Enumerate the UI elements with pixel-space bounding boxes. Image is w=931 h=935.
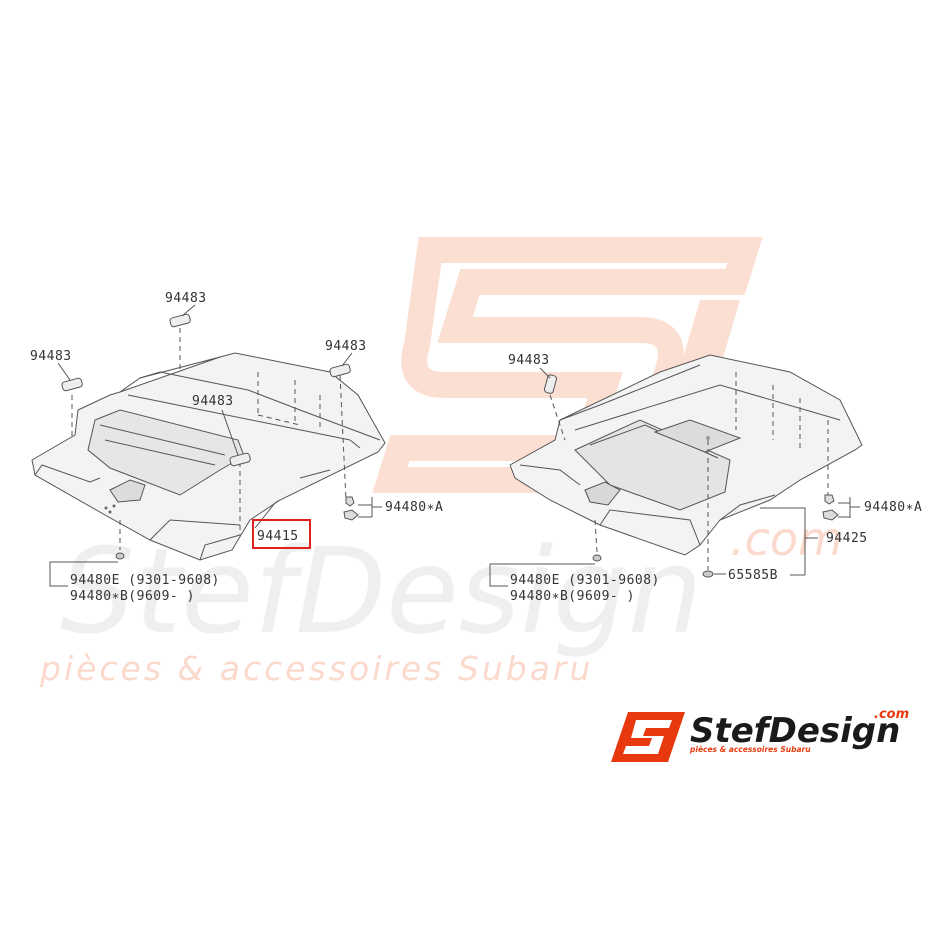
- label-94415: 94415: [257, 529, 299, 544]
- label-94480e-left: 94480E (9301-9608): [70, 573, 220, 588]
- label-94483-top: 94483: [165, 291, 207, 306]
- right-fastener-e: [489, 554, 602, 587]
- watermark-dotcom: .com: [730, 512, 843, 566]
- logo-dotcom: .com: [874, 707, 909, 722]
- logo-brand: StefDesign: [690, 711, 900, 751]
- label-94483-mid: 94483: [192, 394, 234, 409]
- right-guide-lines: [549, 372, 829, 570]
- label-94483-r: 94483: [508, 353, 550, 368]
- watermark: StefDesign .com pièces & accessoires Sub…: [39, 237, 843, 688]
- label-65585b: 65585B: [728, 568, 778, 583]
- left-headliner-diagram: [31, 304, 386, 587]
- label-94425: 94425: [826, 531, 868, 546]
- label-94480b-left: 94480∗B(9609- ): [70, 589, 195, 604]
- label-94480e-right: 94480E (9301-9608): [510, 573, 660, 588]
- label-94480a-right: 94480∗A: [864, 500, 922, 515]
- left-labels: 94483 94483 94483 94483 94480∗A 94415 94…: [30, 291, 443, 604]
- label-94480b-right: 94480∗B(9609- ): [510, 589, 635, 604]
- right-grommet: [702, 570, 726, 578]
- stefdesign-logo: StefDesign .com pièces & accessoires Sub…: [611, 707, 909, 762]
- left-fastener-a: [343, 496, 382, 521]
- left-panel-holes: [104, 504, 116, 514]
- left-guide-lines: [71, 328, 347, 550]
- label-94480a-left: 94480∗A: [385, 500, 443, 515]
- right-clip: [543, 374, 557, 394]
- label-94483-left: 94483: [30, 349, 72, 364]
- logo-tagline: pièces & accessoires Subaru: [689, 745, 811, 754]
- left-clip-mid: [229, 452, 251, 467]
- right-headliner-diagram: [489, 354, 863, 587]
- label-94483-right: 94483: [325, 339, 367, 354]
- watermark-tagline: pièces & accessoires Subaru: [39, 649, 593, 688]
- left-fastener-e: [49, 552, 125, 587]
- left-clip-top: [169, 313, 191, 328]
- right-fastener-a: [822, 494, 860, 521]
- left-clip-right: [329, 363, 351, 378]
- right-labels: 94483 94480∗A 94425 65585B 94480E (9301-…: [508, 353, 922, 604]
- part-highlight-box: [252, 519, 311, 549]
- left-clip-left: [61, 377, 83, 392]
